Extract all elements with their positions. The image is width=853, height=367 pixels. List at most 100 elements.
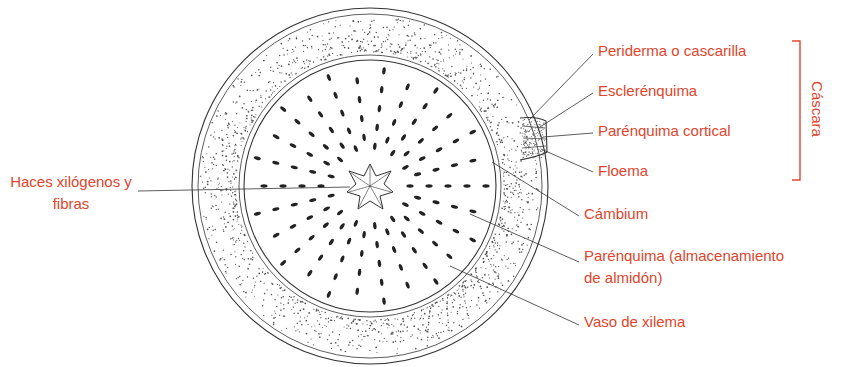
stipple-dot (522, 133, 523, 134)
stipple-dot (531, 121, 532, 122)
stipple-dot (336, 316, 338, 318)
stipple-dot (470, 285, 472, 287)
stipple-dot (538, 133, 539, 134)
stipple-dot (487, 116, 488, 117)
stipple-dot (510, 263, 511, 264)
stipple-dot (426, 307, 427, 308)
stipple-dot (233, 207, 235, 209)
stipple-dot (325, 49, 326, 50)
stipple-dot (522, 176, 523, 177)
stipple-dot (397, 319, 398, 320)
stipple-dot (289, 61, 290, 62)
stipple-dot (501, 140, 502, 141)
stipple-dot (356, 41, 357, 42)
leader-lines (138, 54, 593, 325)
stipple-dot (442, 323, 443, 324)
stipple-dot (527, 124, 528, 125)
stipple-dot (481, 66, 482, 67)
stipple-dot (523, 123, 524, 124)
stipple-dot (381, 45, 382, 46)
stipple-dot (506, 188, 507, 189)
stipple-dot (508, 175, 509, 176)
stipple-dot (535, 177, 536, 178)
stipple-dot (309, 63, 310, 64)
stipple-dot (283, 304, 284, 305)
stipple-dot (468, 318, 469, 319)
peel-flap (520, 118, 547, 160)
stipple-dot (277, 284, 278, 285)
stipple-dot (441, 312, 442, 313)
stipple-dot (480, 74, 481, 75)
stipple-dot (305, 320, 307, 322)
stipple-dot (501, 207, 503, 209)
stipple-dot (430, 66, 431, 67)
stipple-dot (203, 161, 204, 162)
stipple-dot (487, 256, 488, 257)
stipple-dot (220, 217, 222, 219)
stipple-dot (291, 52, 292, 53)
stipple-dot (432, 304, 433, 305)
stipple-dot (437, 302, 438, 303)
stipple-dot (242, 258, 243, 259)
stipple-dot (307, 66, 309, 68)
stipple-dot (393, 29, 394, 30)
stipple-dot (400, 324, 402, 326)
stipple-dot (491, 266, 492, 267)
stipple-dot (524, 133, 525, 134)
stipple-dot (376, 352, 377, 353)
stipple-dot (304, 68, 306, 70)
stipple-dot (337, 37, 338, 38)
stipple-dot (297, 299, 299, 301)
stipple-dot (307, 31, 308, 32)
peel-flap-layers (522, 126, 546, 148)
stipple-dot (233, 173, 235, 175)
stipple-dot (514, 190, 515, 191)
stipple-dot (483, 100, 484, 101)
xylem-vessel (417, 137, 425, 144)
stipple-dot (301, 301, 303, 303)
stipple-dot (486, 251, 488, 253)
stipple-dot (282, 290, 283, 291)
stipple-dot (447, 319, 448, 320)
stipple-dot (411, 35, 413, 37)
stipple-dot (499, 139, 501, 141)
stipple-dot (239, 284, 241, 286)
xylem-vessel (326, 290, 332, 298)
stipple-dot (527, 202, 529, 204)
stipple-dot (515, 185, 516, 186)
stipple-dot (260, 96, 262, 98)
stipple-dot (250, 258, 252, 260)
stipple-dot (490, 264, 491, 265)
stipple-dot (408, 25, 409, 26)
stipple-dot (319, 314, 320, 315)
stipple-dot (475, 83, 477, 85)
stipple-dot (504, 164, 505, 165)
stipple-dot (453, 322, 454, 323)
stipple-dot (503, 175, 504, 176)
stipple-dot (434, 64, 435, 65)
stipple-dot (204, 186, 206, 188)
stipple-dot (421, 310, 422, 311)
stipple-dot (282, 296, 284, 298)
stipple-dot (507, 228, 509, 230)
stipple-dot (396, 353, 397, 354)
stipple-dot (279, 287, 281, 289)
stipple-dot (471, 62, 472, 63)
stipple-dot (263, 60, 265, 62)
stipple-dot (489, 298, 491, 300)
stipple-dot (440, 332, 441, 333)
stipple-dot (544, 149, 545, 150)
stipple-dot (215, 229, 217, 231)
stipple-dot (528, 154, 529, 155)
xylem-vessel (422, 102, 429, 110)
stipple-dot (438, 314, 439, 315)
stipple-dot (288, 40, 289, 41)
stipple-dot (480, 267, 481, 268)
xylem-vessel (309, 198, 317, 203)
stipple-dot (505, 117, 507, 119)
stipple-dot (538, 140, 539, 141)
xylem-vessel (323, 160, 331, 166)
stipple-dot (311, 326, 312, 327)
stipple-dot (227, 267, 228, 268)
stipple-dot (232, 192, 234, 194)
